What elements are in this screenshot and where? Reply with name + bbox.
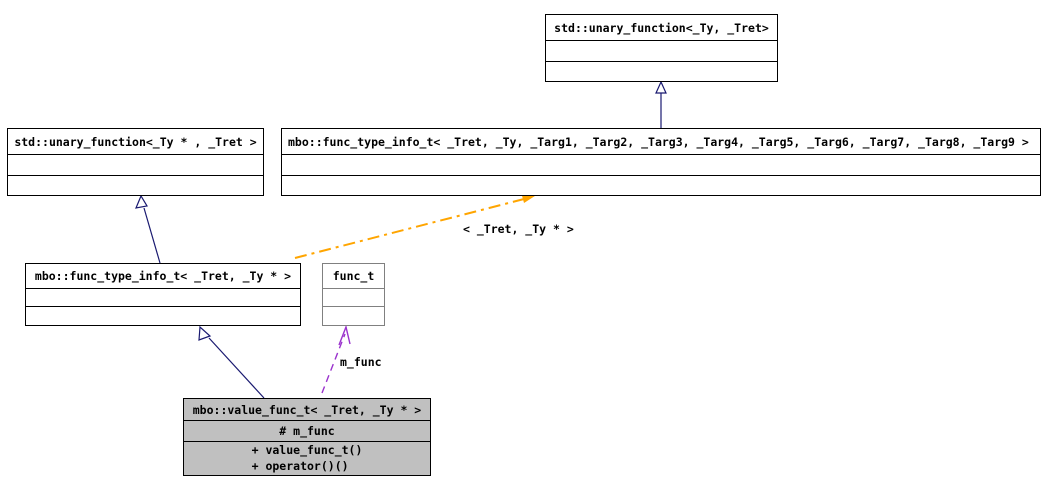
class-attributes (323, 287, 384, 307)
class-operations (282, 174, 1040, 195)
class-operations (8, 174, 263, 195)
class-operations: + value_func_t() + operator()() (184, 441, 430, 475)
edge-label-m-func: m_func (340, 355, 382, 369)
class-title: mbo::value_func_t< _Tret, _Ty * > (192, 402, 422, 417)
edge-info-ptr-to-unary-typtr-tret (135, 194, 161, 264)
class-attributes (26, 287, 300, 307)
class-box-mbo-func-type-info-t-full[interactable]: mbo::func_type_info_t< _Tret, _Ty, _Targ… (281, 128, 1041, 196)
class-title: std::unary_function<_Ty * , _Tret > (14, 134, 257, 149)
class-box-std-unary-function-ty-tret[interactable]: std::unary_function<_Ty, _Tret> (545, 14, 778, 82)
class-box-mbo-func-type-info-t-ptr[interactable]: mbo::func_type_info_t< _Tret, _Ty * > (25, 263, 301, 326)
class-operations (26, 306, 300, 325)
operation-item: + operator()() (251, 458, 349, 473)
edge-info-full-to-unary-ty-tret (655, 80, 667, 128)
class-attributes (8, 154, 263, 174)
class-title: mbo::func_type_info_t< _Tret, _Ty, _Targ… (288, 134, 1029, 149)
class-box-std-unary-function-typtr-tret[interactable]: std::unary_function<_Ty * , _Tret > (7, 128, 264, 196)
class-operations (546, 60, 777, 81)
class-box-func-t[interactable]: func_t (322, 263, 385, 326)
class-title: func_t (332, 268, 375, 283)
class-attributes (282, 154, 1040, 174)
edge-label-template-binding: < _Tret, _Ty * > (463, 222, 574, 236)
operations-list: + value_func_t() + operator()() (252, 443, 363, 474)
class-attributes (546, 40, 777, 60)
operation-item: + value_func_t() (251, 442, 363, 457)
class-title: mbo::func_type_info_t< _Tret, _Ty * > (34, 268, 292, 283)
edge-value-func-to-info-ptr (198, 325, 265, 399)
class-attributes: # m_func (184, 420, 430, 441)
class-operations (323, 306, 384, 325)
class-title: std::unary_function<_Ty, _Tret> (554, 20, 769, 35)
class-box-mbo-value-func-t[interactable]: mbo::value_func_t< _Tret, _Ty * > # m_fu… (183, 398, 431, 476)
